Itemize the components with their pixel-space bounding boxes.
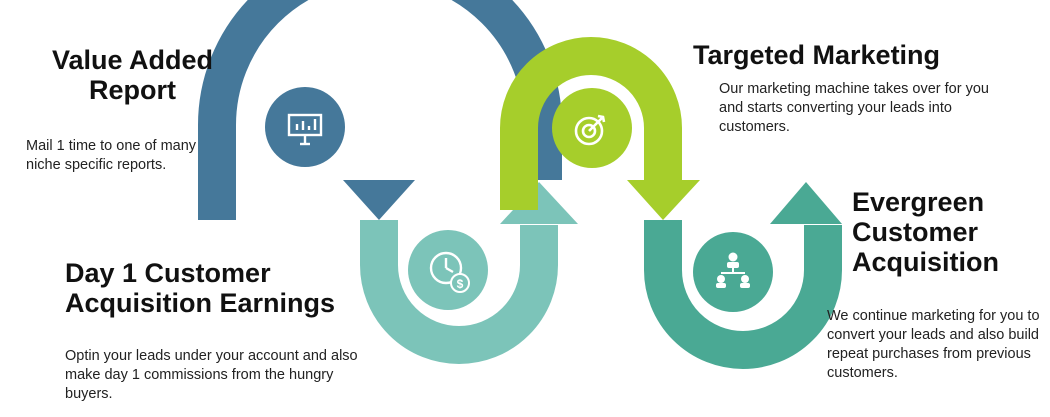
step-4-arrow-up (770, 182, 842, 224)
step-2-valley (360, 182, 578, 364)
step-2-arrow-up (500, 182, 578, 224)
network-people-icon (716, 252, 750, 288)
step-2-description: Optin your leads under your account and … (65, 348, 358, 402)
step-4-valley (644, 182, 842, 369)
step-3-band (500, 37, 682, 210)
step-3-arch (500, 37, 700, 220)
step-4-description: We continue marketing for you to convert… (827, 308, 1040, 381)
step-3-arrow-down (627, 180, 700, 220)
step-4-title: Evergreen Customer Acquisition (852, 187, 999, 278)
step-3-icon (552, 88, 632, 168)
step-1-band (198, 0, 562, 220)
step-1-arch (198, 0, 562, 220)
step-1-arrow-down (343, 180, 415, 220)
step-1-icon (265, 87, 345, 167)
step-2-title: Day 1 Customer Acquisition Earnings (65, 258, 336, 319)
clock-dollar-icon: $ (429, 251, 470, 293)
step-3-description: Our marketing machine takes over for you… (719, 81, 989, 135)
step-4-band (644, 220, 842, 369)
presentation-chart-icon (287, 113, 323, 146)
step-2-band (360, 220, 558, 364)
target-arrow-icon (574, 114, 606, 146)
step-4-icon (693, 232, 773, 312)
svg-text:$: $ (457, 277, 464, 291)
step-3-title: Targeted Marketing (693, 40, 941, 70)
step-1-title: Value Added Report (51, 45, 214, 106)
step-1-description: Mail 1 time to one of many niche specifi… (26, 138, 197, 173)
step-2-icon: $ (408, 230, 488, 310)
